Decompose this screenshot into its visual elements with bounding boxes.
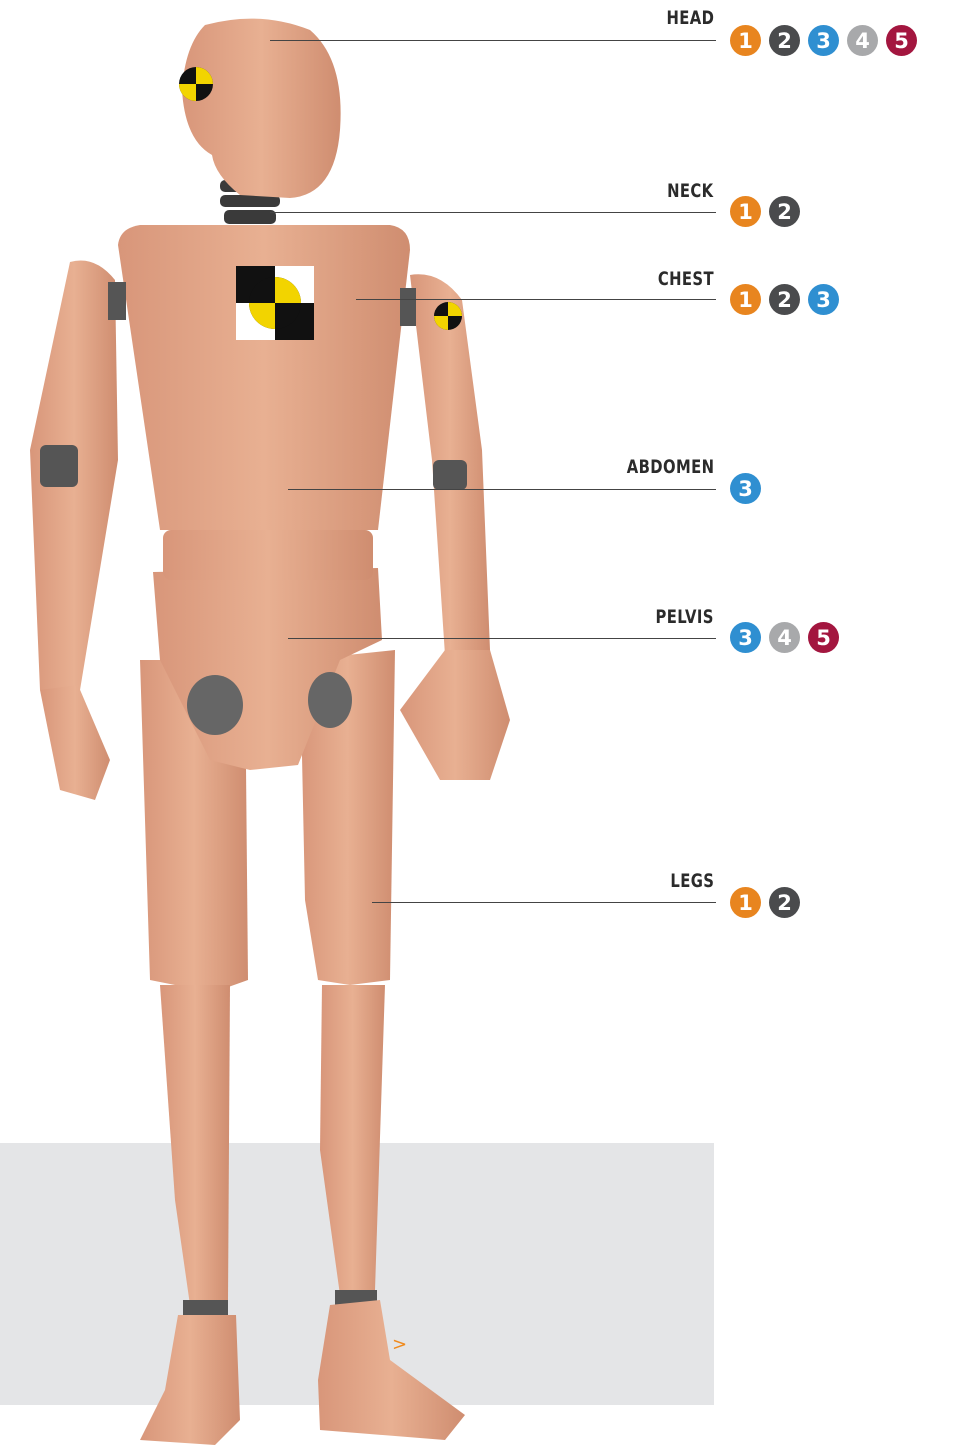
badge-3: 3 <box>808 25 839 56</box>
leader-line <box>288 489 716 490</box>
part-label: LEGS <box>670 870 714 892</box>
badge-1: 1 <box>730 196 761 227</box>
part-label: PELVIS <box>656 606 714 628</box>
part-label: ABDOMEN <box>626 456 714 478</box>
badge-1: 1 <box>730 887 761 918</box>
badge-1: 1 <box>730 284 761 315</box>
badge-4: 4 <box>769 622 800 653</box>
head-target-marker <box>179 67 213 101</box>
badge-3: 3 <box>730 622 761 653</box>
leader-line <box>270 40 716 41</box>
badge-group: 3 <box>730 473 761 504</box>
leader-line <box>372 902 716 903</box>
badge-2: 2 <box>769 887 800 918</box>
part-label: CHEST <box>658 268 714 290</box>
badge-group: 3 4 5 <box>730 622 839 653</box>
badge-5: 5 <box>886 25 917 56</box>
leader-line <box>288 638 716 639</box>
badge-group: 1 2 3 4 5 <box>730 25 917 56</box>
badge-group: 1 2 <box>730 887 800 918</box>
badge-3: 3 <box>808 284 839 315</box>
badge-group: 1 2 <box>730 196 800 227</box>
badge-2: 2 <box>769 284 800 315</box>
badge-4: 4 <box>847 25 878 56</box>
badge-group: 1 2 3 <box>730 284 839 315</box>
part-label: NECK <box>668 180 714 202</box>
badge-2: 2 <box>769 196 800 227</box>
part-label: HEAD <box>666 7 714 29</box>
badge-5: 5 <box>808 622 839 653</box>
badge-3: 3 <box>730 473 761 504</box>
chest-target-marker <box>236 266 314 340</box>
leader-line <box>270 212 716 213</box>
badge-2: 2 <box>769 25 800 56</box>
leader-line <box>356 299 716 300</box>
badge-1: 1 <box>730 25 761 56</box>
shoulder-target-marker <box>434 302 462 330</box>
